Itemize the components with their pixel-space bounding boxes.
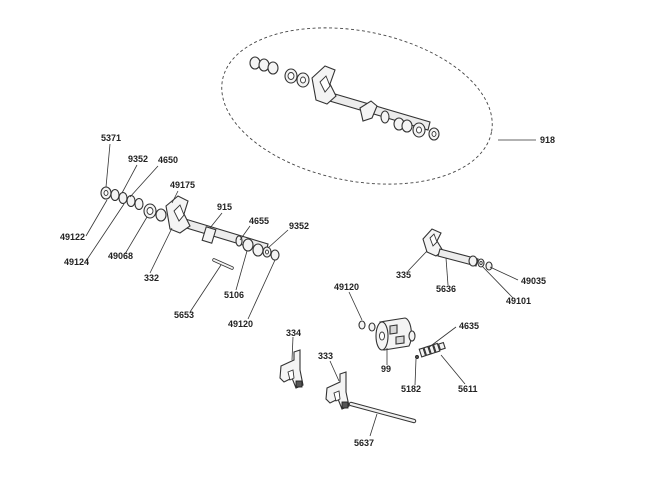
callout-915[interactable]: 915	[217, 202, 232, 212]
callout-9352-right[interactable]: 9352	[289, 221, 309, 231]
callout-49068[interactable]: 49068	[108, 251, 133, 261]
callout-49120-left[interactable]: 49120	[228, 319, 253, 329]
fork-rod-5637	[348, 401, 417, 424]
callout-335[interactable]: 335	[396, 270, 411, 280]
callout-334[interactable]: 334	[286, 328, 301, 338]
callout-9352-left[interactable]: 9352	[128, 154, 148, 164]
callout-5182[interactable]: 5182	[401, 384, 421, 394]
shift-fork-334	[279, 349, 304, 389]
callout-49101[interactable]: 49101	[506, 296, 531, 306]
callout-332[interactable]: 332	[144, 273, 159, 283]
callout-49122[interactable]: 49122	[60, 232, 85, 242]
callout-4650[interactable]: 4650	[158, 155, 178, 165]
callout-5106[interactable]: 5106	[224, 290, 244, 300]
callout-99[interactable]: 99	[381, 364, 391, 374]
callout-918[interactable]: 918	[540, 135, 555, 145]
shift-drum	[358, 317, 446, 359]
shift-fork-333	[325, 371, 350, 410]
callout-5653[interactable]: 5653	[174, 310, 194, 320]
callout-5611[interactable]: 5611	[458, 384, 478, 394]
callout-5371[interactable]: 5371	[101, 133, 121, 143]
shift-lever-assembly	[422, 228, 493, 271]
exploded-shift-shaft	[100, 186, 280, 270]
assembled-shift-shaft	[249, 56, 440, 141]
callout-49035[interactable]: 49035	[521, 276, 546, 286]
assembly-918-outline	[221, 27, 493, 185]
leader-lines	[85, 139, 536, 437]
callout-5637[interactable]: 5637	[354, 438, 374, 448]
callout-49175[interactable]: 49175	[170, 180, 195, 190]
callout-labels: 918 5371 9352 4650 49175 915 4655 9352 4…	[60, 133, 555, 448]
callout-49120-drum[interactable]: 49120	[334, 282, 359, 292]
callout-5636[interactable]: 5636	[436, 284, 456, 294]
callout-49124[interactable]: 49124	[64, 257, 89, 267]
callout-333[interactable]: 333	[318, 351, 333, 361]
callout-4655[interactable]: 4655	[249, 216, 269, 226]
callout-4635[interactable]: 4635	[459, 321, 479, 331]
